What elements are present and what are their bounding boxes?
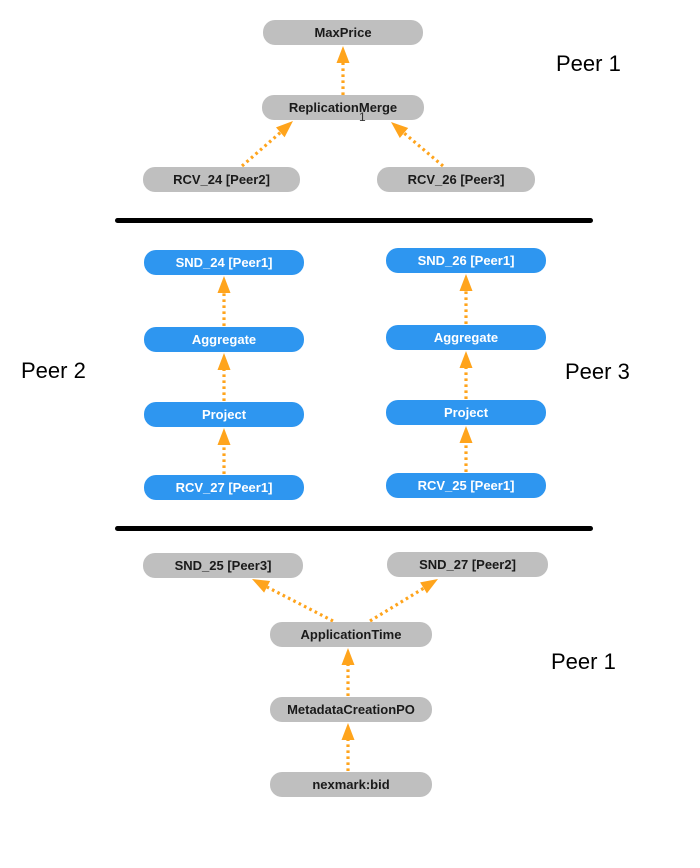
section-divider-2 bbox=[115, 526, 593, 531]
edge-project-aggregate-p2 bbox=[217, 353, 231, 401]
edge-applicationtime-snd25 bbox=[252, 579, 334, 623]
arrow-up-icon bbox=[459, 274, 473, 291]
arrow-up-icon bbox=[217, 428, 231, 445]
edge-aggregate-snd26 bbox=[459, 274, 473, 324]
arrow-up-icon bbox=[217, 276, 231, 293]
arrow-up-right-icon bbox=[420, 579, 438, 594]
arrow-up-icon bbox=[341, 648, 355, 665]
arrow-up-icon bbox=[341, 723, 355, 740]
arrow-up-icon bbox=[336, 46, 350, 63]
peer-label-bottom: Peer 1 bbox=[551, 649, 616, 674]
node-snd-27: SND_27 [Peer2] bbox=[387, 552, 548, 577]
node-snd-26: SND_26 [Peer1] bbox=[386, 248, 546, 273]
edge-project-aggregate-p3 bbox=[459, 351, 473, 399]
node-metadata-creation-po: MetadataCreationPO bbox=[270, 697, 432, 722]
edge-rcv24-replicationmerge bbox=[240, 121, 293, 168]
arrow-up-icon bbox=[459, 426, 473, 443]
edge-aggregate-snd24 bbox=[217, 276, 231, 326]
edge-rcv27-project bbox=[217, 428, 231, 474]
node-rcv-27: RCV_27 [Peer1] bbox=[144, 475, 304, 500]
node-application-time: ApplicationTime bbox=[270, 622, 432, 647]
node-rcv-25: RCV_25 [Peer1] bbox=[386, 473, 546, 498]
node-project-p3: Project bbox=[386, 400, 546, 425]
section-divider-1 bbox=[115, 218, 593, 223]
edge-annotation: 1 bbox=[359, 110, 366, 124]
node-replication-merge: ReplicationMerge bbox=[262, 95, 424, 120]
peer-label-middle-right: Peer 3 bbox=[565, 359, 630, 384]
arrow-up-right-icon bbox=[276, 121, 293, 138]
edge-rcv25-project bbox=[459, 426, 473, 472]
edge-nexmarkbid-metadatacreationpo bbox=[341, 723, 355, 771]
edge-applicationtime-snd27 bbox=[369, 579, 438, 623]
arrow-up-left-icon bbox=[391, 122, 409, 138]
arrow-up-icon bbox=[459, 351, 473, 368]
node-aggregate-p3: Aggregate bbox=[386, 325, 546, 350]
edge-replicationmerge-maxprice bbox=[336, 46, 350, 95]
node-nexmark-bid: nexmark:bid bbox=[270, 772, 432, 797]
node-rcv-26: RCV_26 [Peer3] bbox=[377, 167, 535, 192]
peer-label-top: Peer 1 bbox=[556, 51, 621, 76]
peer-label-middle-left: Peer 2 bbox=[21, 358, 86, 383]
arrow-up-icon bbox=[217, 353, 231, 370]
edge-metadatacreationpo-applicationtime bbox=[341, 648, 355, 696]
node-snd-24: SND_24 [Peer1] bbox=[144, 250, 304, 275]
edge-rcv26-replicationmerge bbox=[391, 122, 445, 168]
node-max-price: MaxPrice bbox=[263, 20, 423, 45]
node-rcv-24: RCV_24 [Peer2] bbox=[143, 167, 300, 192]
node-aggregate-p2: Aggregate bbox=[144, 327, 304, 352]
arrow-up-left-icon bbox=[252, 579, 271, 593]
node-snd-25: SND_25 [Peer3] bbox=[143, 553, 303, 578]
node-project-p2: Project bbox=[144, 402, 304, 427]
